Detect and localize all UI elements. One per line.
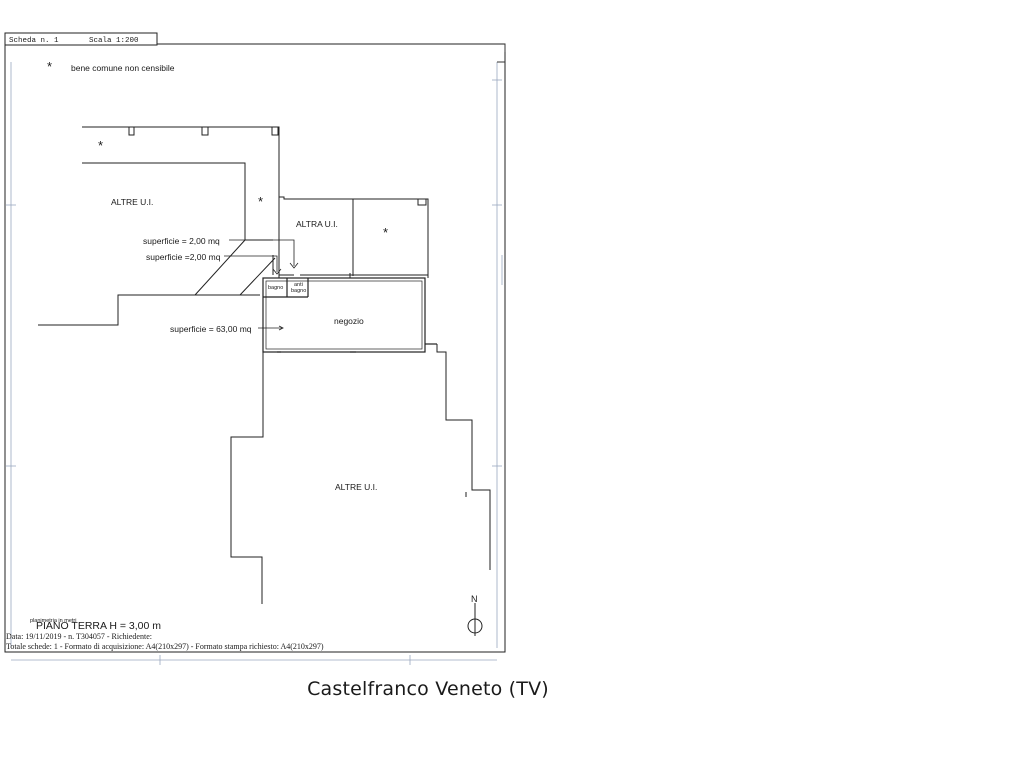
superficie-2-label: superficie =2,00 mq (146, 252, 221, 262)
altra-ui-label: ALTRA U.I. (296, 219, 338, 229)
superficie-1-label: superficie = 2,00 mq (143, 236, 220, 246)
superficie-leaders (224, 239, 299, 331)
sheet-guide-marks (6, 62, 503, 665)
totale-schede-line: Totale schede: 1 - Formato di acquisizio… (6, 642, 324, 651)
floor-height-label: PIANO TERRA H = 3,00 m (36, 620, 161, 632)
altre-ui-bottom-label: ALTRE U.I. (335, 482, 377, 492)
north-label: N (471, 594, 478, 604)
legend-asterisk: * (47, 59, 52, 74)
anti-bagno-label-1: anti (294, 282, 303, 288)
altra-ui-room (278, 196, 429, 278)
north-arrow (467, 603, 483, 636)
location-caption: Castelfranco Veneto (TV) (307, 678, 549, 700)
asterisk-room: * (383, 225, 388, 240)
data-request-line: Data: 19/11/2019 - n. T304057 - Richiede… (6, 632, 152, 641)
superficie-3-label: superficie = 63,00 mq (170, 324, 252, 334)
anti-bagno-label-2: bagno (291, 288, 306, 294)
negozio-unit (262, 277, 437, 353)
legend-text: bene comune non censibile (71, 63, 175, 73)
scheda-label: Scheda n. 1 (9, 37, 59, 45)
scala-label: Scala 1:200 (89, 37, 139, 45)
negozio-label: negozio (334, 316, 364, 326)
altre-ui-left-outline (38, 126, 280, 326)
asterisk-passage: * (258, 194, 263, 209)
sheet-corner-marks (497, 44, 506, 63)
altre-ui-left-label: ALTRE U.I. (111, 197, 153, 207)
asterisk-corridor: * (98, 138, 103, 153)
bagno-label: bagno (268, 285, 283, 291)
sheet-border (4, 43, 506, 653)
planimetria-note: planimetria in metri (30, 618, 76, 624)
header-box (4, 32, 158, 46)
altre-ui-bottom-outline (230, 344, 491, 604)
